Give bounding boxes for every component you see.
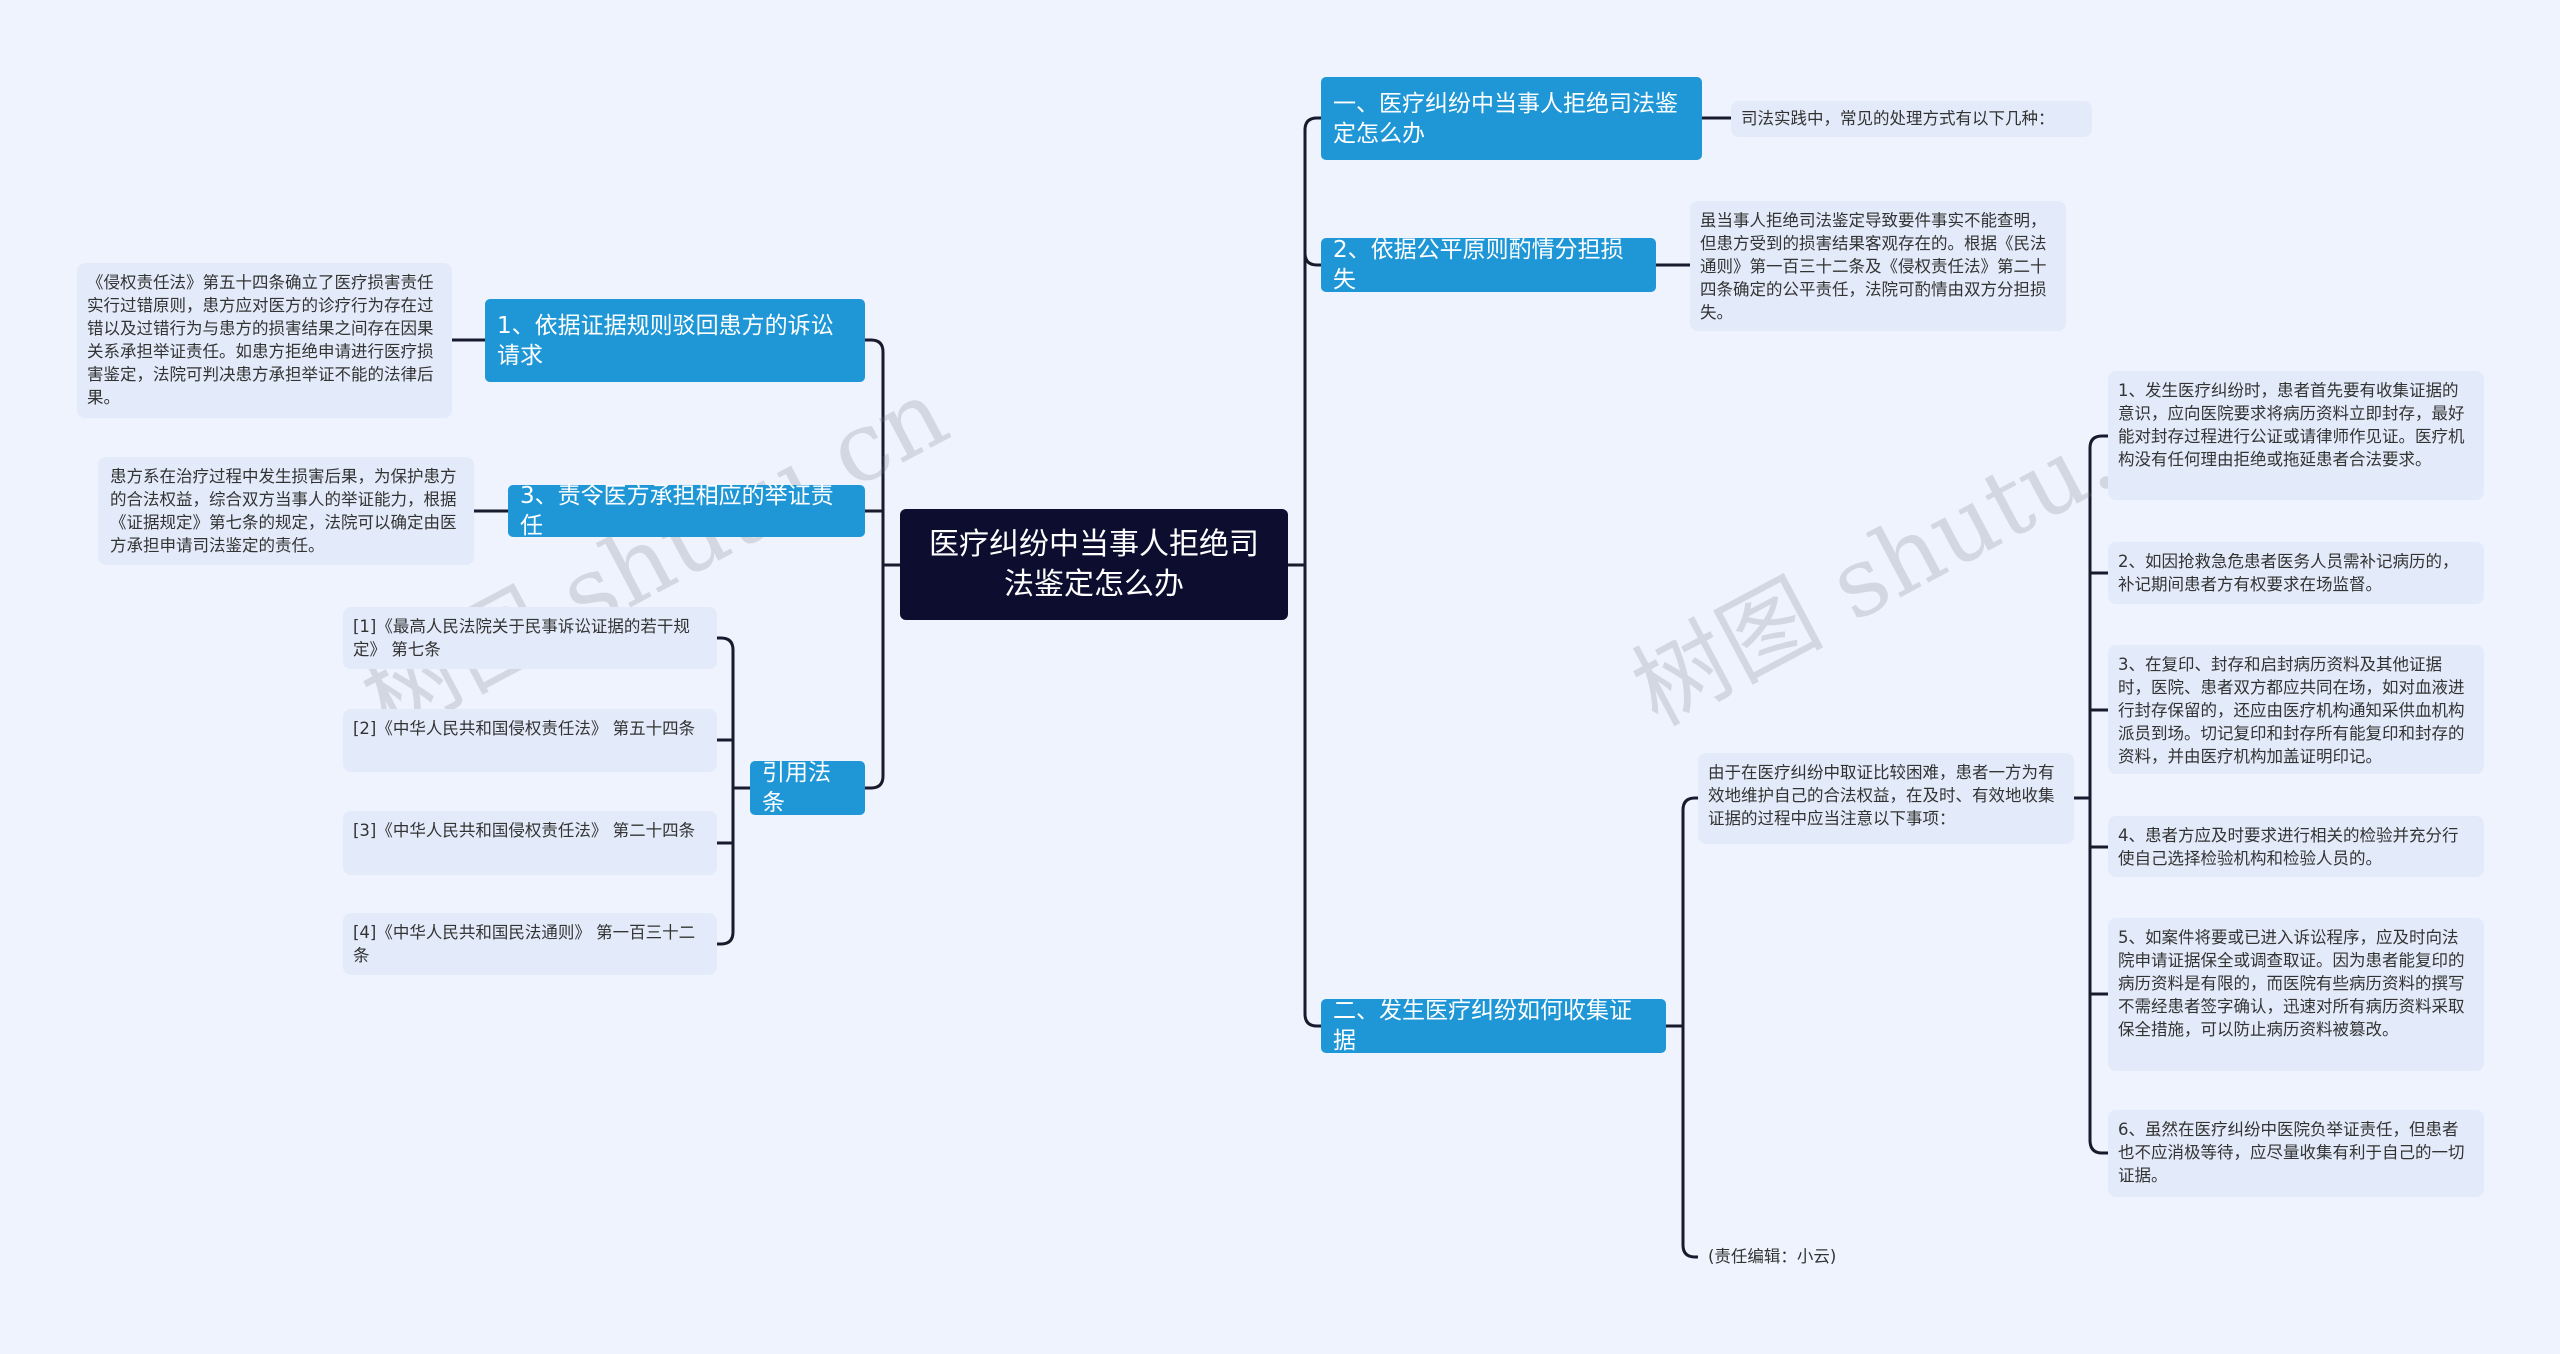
evidence-item[interactable]: 3、在复印、封存和启封病历资料及其他证据时，医院、患者双方都应共同在场，如对血液… xyxy=(2108,645,2484,774)
leaf-text: [4]《中华人民共和国民法通则》 第一百三十二条 xyxy=(353,923,696,965)
leaf-text: [3]《中华人民共和国侵权责任法》 第二十四条 xyxy=(353,821,696,840)
leaf-text: 5、如案件将要或已进入诉讼程序，应及时向法院申请证据保全或调查取证。因为患者能复… xyxy=(2118,928,2465,1039)
branch-fair-share[interactable]: 2、依据公平原则酌情分担损失 xyxy=(1321,237,1656,293)
leaf-text: 司法实践中，常见的处理方式有以下几种： xyxy=(1741,109,2055,128)
law-ref-item[interactable]: [2]《中华人民共和国侵权责任法》 第五十四条 xyxy=(343,709,717,772)
evidence-item[interactable]: 2、如因抢救急危患者医务人员需补记病历的，补记期间患者方有权要求在场监督。 xyxy=(2108,542,2484,604)
leaf-practice-intro[interactable]: 司法实践中，常见的处理方式有以下几种： xyxy=(1731,101,2092,137)
leaf-text: 3、在复印、封存和启封病历资料及其他证据时，医院、患者双方都应共同在场，如对血液… xyxy=(2118,655,2465,766)
branch-collect-evidence[interactable]: 二、发生医疗纠纷如何收集证据 xyxy=(1321,998,1666,1054)
branch-cited-laws[interactable]: 引用法条 xyxy=(750,760,865,816)
branch-label: 引用法条 xyxy=(762,760,831,816)
branch-label: 一、医疗纠纷中当事人拒绝司法鉴定怎么办 xyxy=(1333,90,1678,147)
leaf-text: 虽当事人拒绝司法鉴定导致要件事实不能查明，但患方受到的损害结果客观存在的。根据《… xyxy=(1700,211,2047,322)
leaf-text: [2]《中华人民共和国侵权责任法》 第五十四条 xyxy=(353,719,696,738)
evidence-item[interactable]: 5、如案件将要或已进入诉讼程序，应及时向法院申请证据保全或调查取证。因为患者能复… xyxy=(2108,918,2484,1071)
leaf-text: 2、如因抢救急危患者医务人员需补记病历的，补记期间患者方有权要求在场监督。 xyxy=(2118,552,2459,594)
leaf-text: 1、发生医疗纠纷时，患者首先要有收集证据的意识，应向医院要求将病历资料立即封存，… xyxy=(2118,381,2465,469)
branch-how-to-handle[interactable]: 一、医疗纠纷中当事人拒绝司法鉴定怎么办 xyxy=(1321,77,1702,160)
law-ref-item[interactable]: [4]《中华人民共和国民法通则》 第一百三十二条 xyxy=(343,913,717,975)
leaf-text: [1]《最高人民法院关于民事诉讼证据的若干规定》 第七条 xyxy=(353,617,690,659)
central-topic-label: 医疗纠纷中当事人拒绝司法鉴定怎么办 xyxy=(929,526,1259,602)
leaf-editor[interactable]: (责任编辑：小云) xyxy=(1698,1239,1858,1274)
evidence-item[interactable]: 1、发生医疗纠纷时，患者首先要有收集证据的意识，应向医院要求将病历资料立即封存，… xyxy=(2108,371,2484,500)
evidence-item[interactable]: 6、虽然在医疗纠纷中医院负举证责任，但患者也不应消极等待，应尽量收集有利于自己的… xyxy=(2108,1110,2484,1197)
leaf-text: 4、患者方应及时要求进行相关的检验并充分行使自己选择检验机构和检验人员的。 xyxy=(2118,826,2459,868)
leaf-collect-intro[interactable]: 由于在医疗纠纷中取证比较困难，患者一方为有效地维护自己的合法权益，在及时、有效地… xyxy=(1698,753,2074,844)
leaf-text: 《侵权责任法》第五十四条确立了医疗损害责任实行过错原则，患方应对医方的诊疗行为存… xyxy=(87,273,434,407)
leaf-fair-share-detail[interactable]: 虽当事人拒绝司法鉴定导致要件事实不能查明，但患方受到的损害结果客观存在的。根据《… xyxy=(1690,201,2066,331)
central-topic[interactable]: 医疗纠纷中当事人拒绝司法鉴定怎么办 xyxy=(900,509,1288,620)
branch-burden-of-proof[interactable]: 3、责令医方承担相应的举证责任 xyxy=(508,483,865,539)
branch-label: 2、依据公平原则酌情分担损失 xyxy=(1333,237,1624,293)
leaf-text: 由于在医疗纠纷中取证比较困难，患者一方为有效地维护自己的合法权益，在及时、有效地… xyxy=(1708,763,2055,828)
leaf-text: (责任编辑：小云) xyxy=(1708,1247,1837,1266)
leaf-reject-claim-detail[interactable]: 《侵权责任法》第五十四条确立了医疗损害责任实行过错原则，患方应对医方的诊疗行为存… xyxy=(77,263,452,418)
branch-label: 1、依据证据规则驳回患方的诉讼请求 xyxy=(497,312,834,369)
branch-reject-claim[interactable]: 1、依据证据规则驳回患方的诉讼请求 xyxy=(485,299,865,382)
branch-label: 3、责令医方承担相应的举证责任 xyxy=(520,483,834,539)
evidence-item[interactable]: 4、患者方应及时要求进行相关的检验并充分行使自己选择检验机构和检验人员的。 xyxy=(2108,816,2484,877)
branch-label: 二、发生医疗纠纷如何收集证据 xyxy=(1333,998,1632,1054)
law-ref-item[interactable]: [1]《最高人民法院关于民事诉讼证据的若干规定》 第七条 xyxy=(343,607,717,669)
law-ref-item[interactable]: [3]《中华人民共和国侵权责任法》 第二十四条 xyxy=(343,811,717,875)
leaf-burden-detail[interactable]: 患方系在治疗过程中发生损害后果，为保护患方的合法权益，综合双方当事人的举证能力，… xyxy=(98,457,474,565)
leaf-text: 患方系在治疗过程中发生损害后果，为保护患方的合法权益，综合双方当事人的举证能力，… xyxy=(110,467,457,555)
leaf-text: 6、虽然在医疗纠纷中医院负举证责任，但患者也不应消极等待，应尽量收集有利于自己的… xyxy=(2118,1120,2465,1185)
